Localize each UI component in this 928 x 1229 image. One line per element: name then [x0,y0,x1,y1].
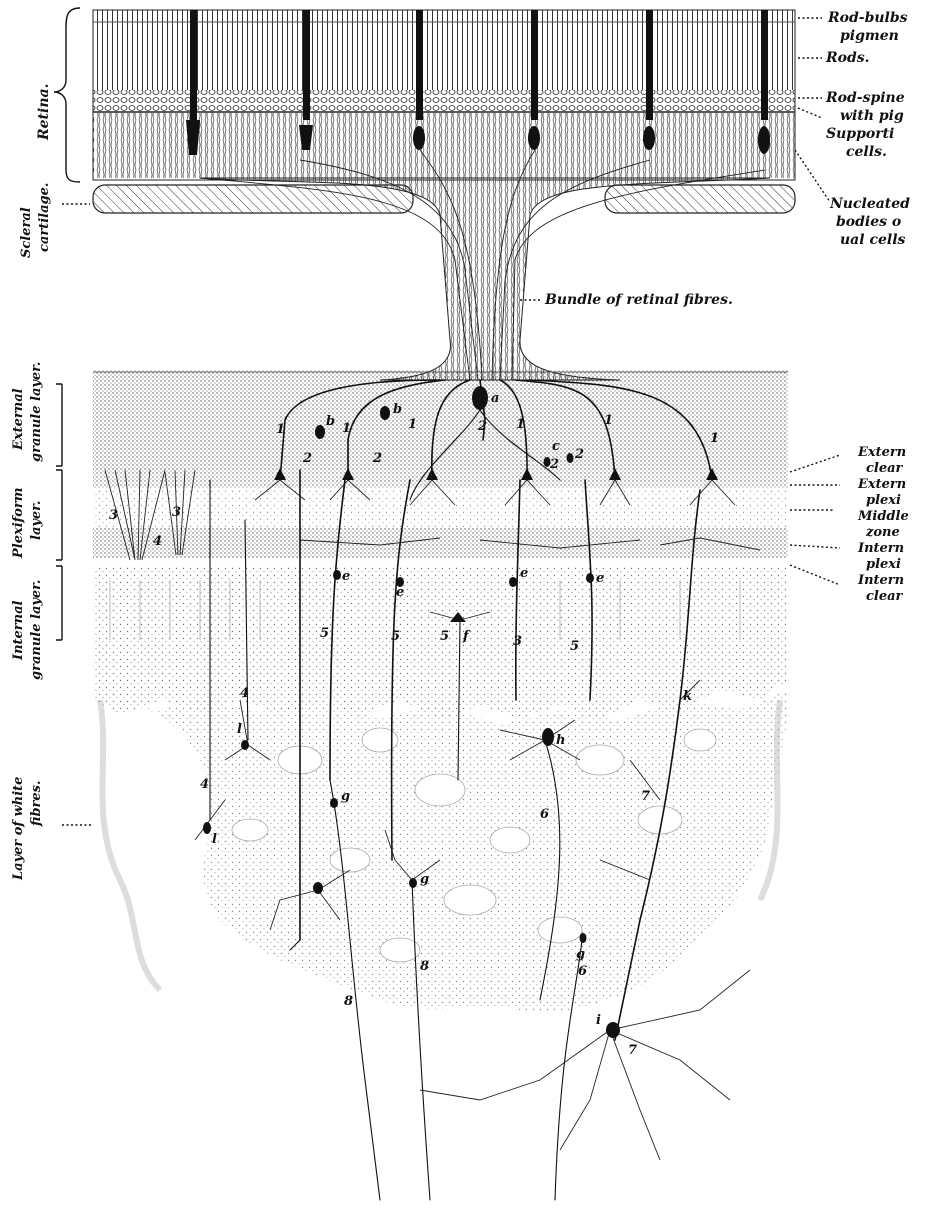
mark-i: i [596,1013,601,1028]
label-external-plexi-2: plexi [866,493,901,508]
mark-5: 5 [391,629,400,644]
mark-a: a [491,391,499,406]
white-fibre-layer [100,690,788,1012]
label-external-clear-2: clear [866,461,904,476]
mark-k: k [683,689,692,704]
mark-7: 7 [628,1043,637,1058]
label-pigment: pigmen [840,28,899,44]
mark-3: 3 [513,634,522,649]
mark-8: 8 [420,959,429,974]
label-internal-granule-2: granule layer. [29,580,44,680]
mark-b: b [326,414,335,429]
label-plexiform-2: layer. [29,501,44,540]
label-retina: Retina. [36,84,52,141]
mark-2: 2 [372,451,382,466]
mark-h: h [556,733,565,748]
label-rod-spindles: Rod-spine [825,90,905,106]
mark-e: e [520,566,528,581]
mark-8: 8 [344,994,353,1009]
retina-layer [93,10,795,180]
label-scleral-cartilage-2: cartilage. [37,183,52,252]
mark-4: 4 [200,777,209,792]
label-supporting: Supporti [826,126,894,142]
label-middle-zone-2: zone [865,525,900,540]
label-internal-clear-2: clear [866,589,904,604]
mark-1: 1 [276,422,285,437]
mark-5: 5 [570,639,579,654]
label-with-pig: with pig [840,108,904,124]
mark-b: b [393,402,402,417]
layer-braces [54,8,80,640]
mark-3: 3 [109,508,118,523]
label-white-fibres-1: Layer of white [11,777,26,881]
mark-l: l [212,832,217,847]
mark-l: l [237,722,242,737]
mark-6: 6 [578,964,587,979]
label-internal-plexi-1: Intern [857,541,904,556]
mark-2: 2 [574,447,584,462]
label-plexiform-1: Plexiform [11,487,26,559]
mark-1: 1 [604,413,613,428]
mark-4: 4 [240,686,249,701]
mark-g: g [420,872,429,887]
label-external-granule-1: External [11,388,26,451]
mark-e: e [342,569,350,584]
label-rods: Rods. [825,50,870,66]
mark-5: 5 [320,626,329,641]
label-external-clear-1: Extern [857,445,906,460]
mark-6: 6 [540,807,549,822]
mark-g: g [576,947,585,962]
mark-e: e [596,571,604,586]
label-internal-granule-1: Internal [11,600,26,661]
mark-2: 2 [549,457,559,472]
mark-1: 1 [516,417,525,432]
mark-e: e [396,585,404,600]
label-middle-zone-1: Middle [857,509,909,524]
label-rod-bulbs: Rod-bulbs [827,10,908,26]
mark-2: 2 [302,451,312,466]
mark-7: 7 [641,789,650,804]
plexiform-layer [93,470,788,558]
mark-4: 4 [153,534,162,549]
mark-5: 5 [440,629,449,644]
label-cells: cells. [846,144,887,160]
mark-1: 1 [408,417,417,432]
label-bodies-of: bodies o [836,214,901,230]
mark-1: 1 [342,421,351,436]
mark-g: g [341,789,350,804]
label-bundle: Bundle of retinal fibres. [544,292,733,308]
label-ual-cells: ual cells [840,232,906,248]
left-labels: Retina. Scleral cartilage. External gran… [11,84,52,881]
label-external-granule-2: granule layer. [29,362,44,462]
mark-1: 1 [710,431,719,446]
label-external-plexi-1: Extern [857,477,906,492]
label-nucleated: Nucleated [829,196,910,212]
external-granule-layer [93,370,788,470]
label-internal-clear-1: Intern [857,573,904,588]
mark-3: 3 [172,505,181,520]
label-scleral-cartilage-1: Scleral [19,207,34,258]
label-white-fibres-2: fibres. [29,780,44,827]
mark-c: c [552,439,560,454]
label-internal-plexi-2: plexi [866,557,901,572]
mark-2: 2 [477,419,487,434]
